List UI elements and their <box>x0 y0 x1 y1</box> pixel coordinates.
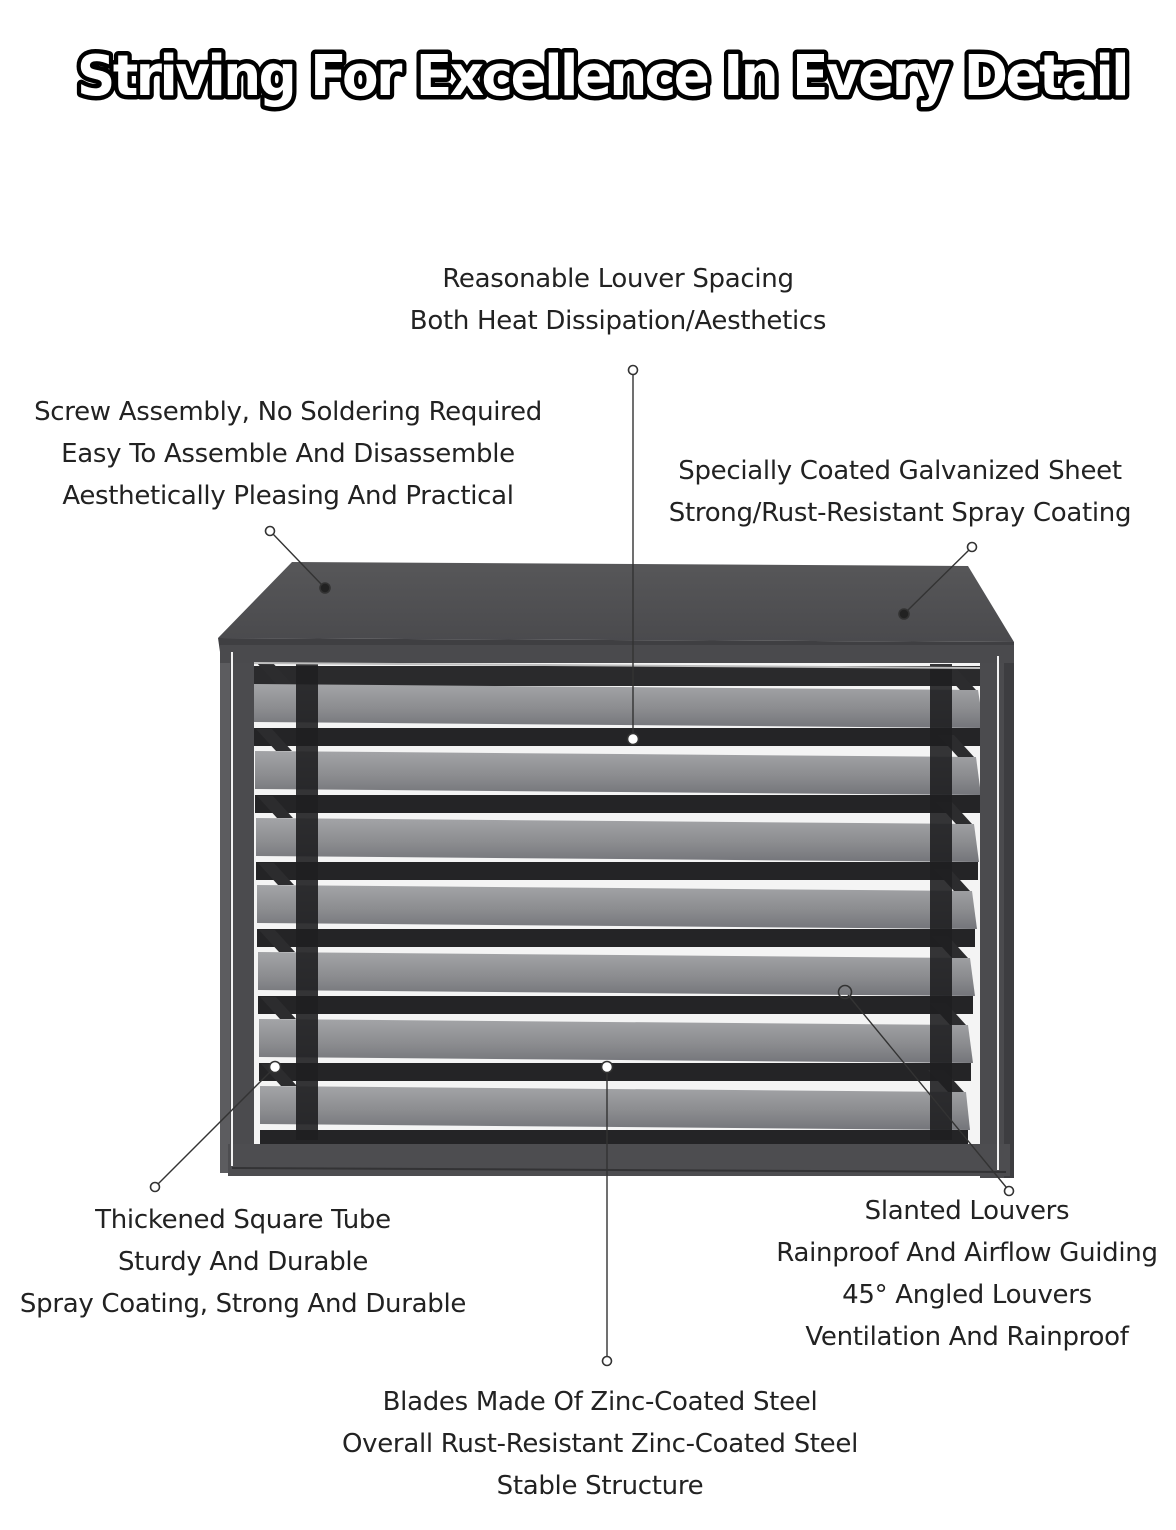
callout-line: Thickened Square Tube <box>95 1205 391 1235</box>
top-panel <box>218 562 1014 642</box>
leader-dots <box>149 364 1015 1367</box>
leader-dot <box>966 541 978 553</box>
frame-top-rail <box>220 645 1014 663</box>
leader-dot <box>149 1181 161 1193</box>
frame-inner-edge <box>231 1167 1007 1173</box>
louver-slat-shadow <box>259 1063 971 1081</box>
louver-bracket <box>256 729 292 751</box>
louver-bracket <box>259 930 295 952</box>
frame-left-post-highlight <box>220 645 230 1173</box>
callout-blades: Blades Made Of Zinc-Coated Steel Overall… <box>300 1381 900 1507</box>
leader-line-screw-assembly <box>272 533 323 586</box>
callout-line: Stable Structure <box>496 1471 704 1501</box>
louver-slat <box>259 1019 973 1063</box>
headline-svg: Striving For Excellence In Every Detail <box>73 40 1135 114</box>
callout-line: Rainproof And Airflow Guiding <box>776 1238 1158 1268</box>
louver-slat-shadow <box>252 666 982 686</box>
louver-bracket <box>258 863 294 885</box>
callout-slanted-louvers: Slanted Louvers Rainproof And Airflow Gu… <box>752 1190 1176 1358</box>
louver-slat-shadow <box>256 862 978 880</box>
callout-line: Ventilation And Rainproof <box>805 1322 1129 1352</box>
leader-line-slanted-louvers <box>847 994 1007 1188</box>
callout-square-tube: Thickened Square Tube Sturdy And Durable… <box>0 1199 490 1325</box>
leader-dot <box>600 1060 614 1074</box>
leader-lines <box>157 374 1007 1357</box>
louver-post <box>296 660 318 1140</box>
frame-inner-edge <box>253 662 981 669</box>
louver-slat-shadow <box>260 1130 968 1144</box>
louver-slat-shadow <box>255 795 980 813</box>
leader-dot <box>264 525 276 537</box>
leader-dot <box>319 582 331 594</box>
callout-galvanized-sheet: Specially Coated Galvanized Sheet Strong… <box>640 450 1160 534</box>
leader-dot <box>898 608 910 620</box>
headline-text: Striving For Excellence In Every Detail <box>77 44 1127 109</box>
leader-dot <box>268 1060 282 1074</box>
louver-bracket <box>260 997 296 1019</box>
louver-slats <box>252 660 984 1144</box>
square-tube-frame <box>220 645 1014 1178</box>
callout-louver-spacing: Reasonable Louver Spacing Both Heat Diss… <box>338 258 898 342</box>
leader-dot <box>1003 1185 1015 1197</box>
callout-line: Reasonable Louver Spacing <box>442 264 794 294</box>
louver-slat <box>260 1086 970 1130</box>
louver-bracket <box>256 662 292 684</box>
callout-line: Overall Rust-Resistant Zinc-Coated Steel <box>341 1429 858 1459</box>
leader-line-galvanized-sheet <box>906 549 970 612</box>
leader-dot <box>601 1355 613 1367</box>
callout-line: Sturdy And Durable <box>117 1247 369 1277</box>
louver-slat <box>258 952 975 996</box>
callout-line: Aesthetically Pleasing And Practical <box>62 481 514 511</box>
louver-slat <box>255 751 981 795</box>
callout-line: Spray Coating, Strong And Durable <box>19 1289 467 1319</box>
leader-line-square-tube <box>157 1069 273 1185</box>
callout-line: 45° Angled Louvers <box>842 1280 1092 1310</box>
callout-screw-assembly: Screw Assembly, No Soldering Required Ea… <box>2 391 574 517</box>
callout-line: Both Heat Dissipation/Aesthetics <box>409 306 827 336</box>
callout-line: Specially Coated Galvanized Sheet <box>678 456 1122 486</box>
callout-line: Screw Assembly, No Soldering Required <box>34 397 542 427</box>
louver-slat <box>256 818 979 862</box>
louver-slat-shadow <box>257 929 975 947</box>
callout-line: Blades Made Of Zinc-Coated Steel <box>382 1387 818 1417</box>
callout-line: Easy To Assemble And Disassemble <box>61 439 515 469</box>
frame-right-post-highlight <box>1004 650 1014 1178</box>
headline: Striving For Excellence In Every Detail <box>0 30 1176 120</box>
leader-dot <box>837 984 853 1000</box>
leader-dot <box>626 732 640 746</box>
louver-bracket <box>257 796 293 818</box>
louver-slat-shadow <box>258 996 973 1014</box>
louver-slat <box>257 885 977 929</box>
callout-line: Strong/Rust-Resistant Spray Coating <box>668 498 1132 528</box>
louver-slat <box>254 684 984 728</box>
leader-dot <box>627 364 639 376</box>
callout-line: Slanted Louvers <box>864 1196 1070 1226</box>
louver-post <box>930 664 952 1140</box>
louver-slat-shadow <box>254 728 982 746</box>
